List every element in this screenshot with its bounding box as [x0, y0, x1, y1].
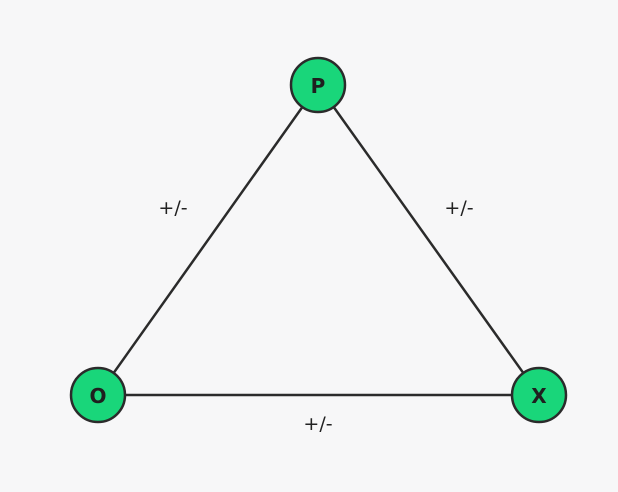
- node-o-label: O: [89, 384, 106, 408]
- node-p-label: P: [311, 74, 326, 98]
- node-p: P: [289, 56, 347, 114]
- edge-o-p: [96, 83, 320, 397]
- node-p-circle: [289, 56, 347, 114]
- node-x-circle: [510, 366, 568, 424]
- node-x: X: [510, 366, 568, 424]
- edge-label-o-x: +/-: [303, 413, 332, 435]
- node-o-circle: [69, 366, 127, 424]
- node-x-label: X: [531, 384, 547, 408]
- edge-p-x: [316, 83, 541, 397]
- edge-label-p-x: +/-: [444, 197, 473, 219]
- edge-label-o-p: +/-: [158, 197, 187, 219]
- node-o: O: [69, 366, 127, 424]
